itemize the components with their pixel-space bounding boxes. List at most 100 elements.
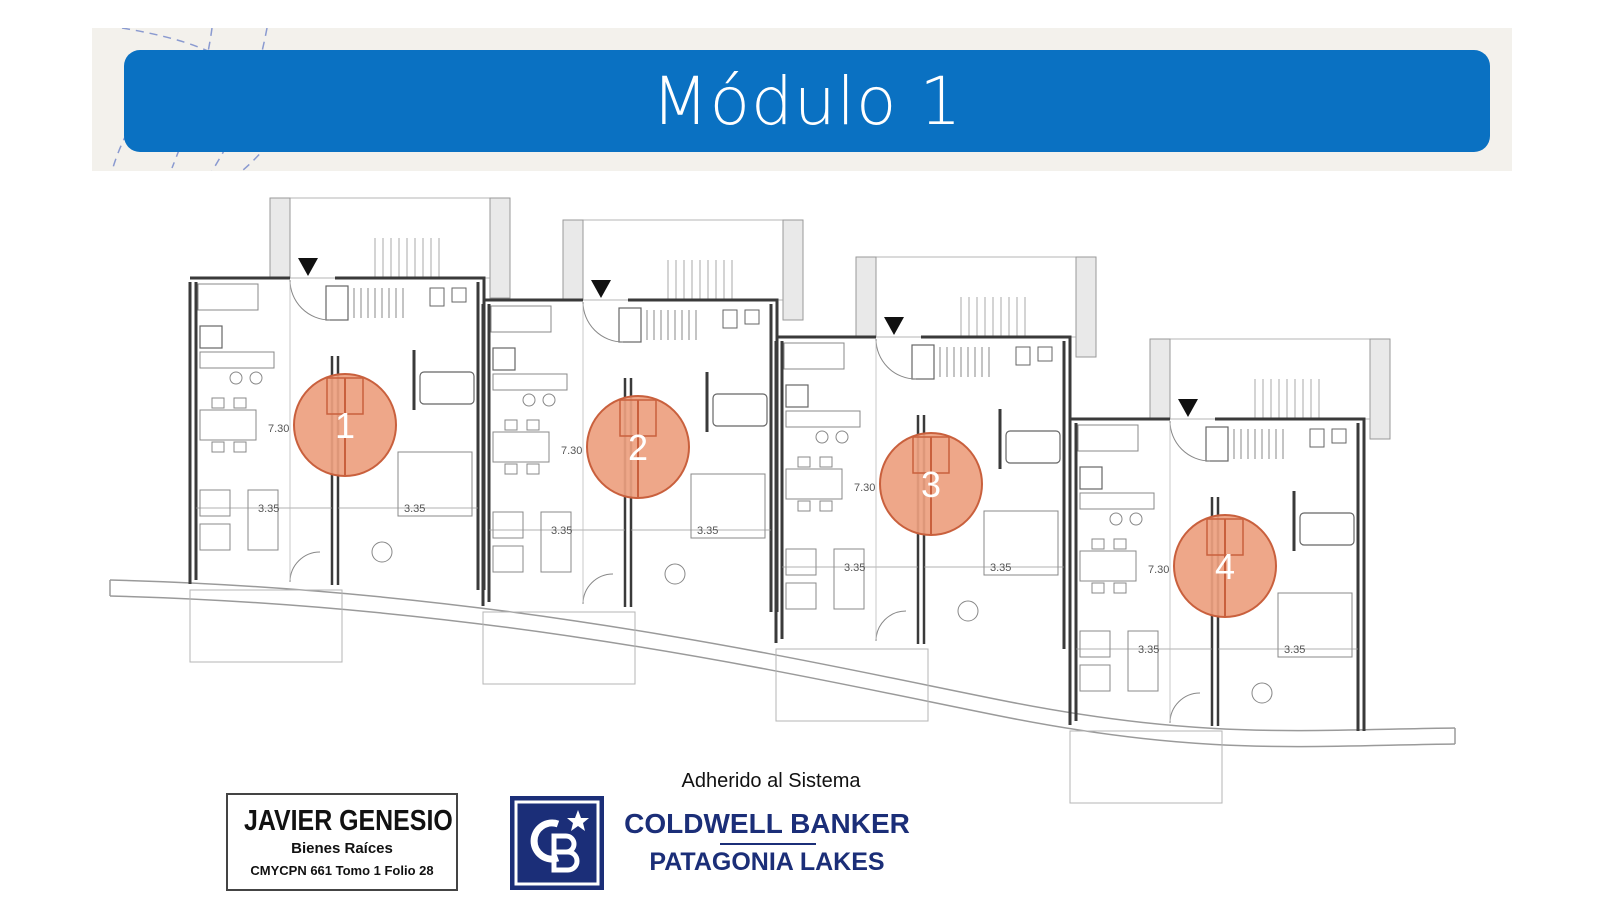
stool-icon	[815, 430, 829, 444]
bathtub-icon	[712, 393, 768, 427]
shelf	[325, 285, 349, 321]
stone-wall	[1149, 338, 1171, 420]
toilet-icon	[429, 287, 445, 307]
stone-wall	[562, 219, 584, 301]
chair-icon	[211, 441, 225, 453]
chair-icon	[233, 441, 247, 453]
sink-icon	[451, 287, 467, 303]
stone-wall	[1369, 338, 1391, 440]
stool-icon	[1129, 512, 1143, 526]
agent-name: JAVIER GENESIO	[243, 805, 453, 837]
dimension-width-label: 3.35	[1138, 644, 1159, 656]
marker-closet	[912, 436, 950, 474]
counter-island	[785, 410, 861, 428]
dimension-width-label: 3.35	[844, 562, 865, 574]
bathtub-icon	[1299, 512, 1355, 546]
shelf	[1205, 426, 1229, 462]
sofa-icon	[247, 489, 279, 551]
dining-table	[199, 409, 257, 441]
armchair-icon	[492, 511, 524, 539]
agent-subtitle: Bienes Raíces	[291, 840, 393, 857]
chair-icon	[819, 456, 833, 468]
dining-table	[785, 468, 843, 500]
dimension-width-label: 3.35	[551, 525, 572, 537]
chair-icon	[504, 419, 518, 431]
unit-walls	[188, 276, 486, 590]
unit-walls	[774, 335, 1072, 649]
stove-icon	[785, 384, 809, 408]
stool-icon	[229, 371, 243, 385]
entry-arrow-icon	[298, 258, 318, 276]
toilet-icon	[1309, 428, 1325, 448]
brand-line-2: PATAGONIA LAKES	[649, 848, 885, 876]
brand-line-1: COLDWELL BANKER	[624, 808, 910, 839]
sink-icon	[1037, 346, 1053, 362]
terrace-outline	[775, 648, 929, 722]
door-swing	[1169, 420, 1211, 462]
armchair-icon	[199, 489, 231, 517]
plant-icon	[371, 541, 393, 563]
sink-icon	[1331, 428, 1347, 444]
kitchen-counter	[1077, 424, 1139, 452]
unit-marker-label: 4	[1215, 546, 1235, 587]
unit-marker-label: 1	[335, 405, 355, 446]
plant-icon	[664, 563, 686, 585]
chair-icon	[504, 463, 518, 475]
chair-icon	[1113, 582, 1127, 594]
stone-wall	[782, 219, 804, 321]
entry-arrow-icon	[591, 280, 611, 298]
stove-icon	[1079, 466, 1103, 490]
unit-marker-label: 2	[628, 427, 648, 468]
dimension-width-label: 3.35	[990, 562, 1011, 574]
dimension-depth-label: 7.30	[1148, 564, 1169, 576]
shelf	[618, 307, 642, 343]
counter-island	[199, 351, 275, 369]
chair-icon	[1091, 582, 1105, 594]
dimension-width-label: 3.35	[697, 525, 718, 537]
chair-icon	[233, 397, 247, 409]
dimension-width-label: 3.35	[1284, 644, 1305, 656]
sofa-icon	[1127, 630, 1159, 692]
dimension-width-label: 3.35	[258, 503, 279, 515]
door-swing	[289, 279, 331, 321]
sofa-icon	[833, 548, 865, 610]
door-swing	[875, 610, 907, 642]
dimension-width-label: 3.35	[404, 503, 425, 515]
plant-icon	[957, 600, 979, 622]
title-bar: Módulo 1	[124, 50, 1490, 152]
dining-table	[1079, 550, 1137, 582]
bed-icon	[690, 473, 766, 539]
unit-4: 7.30 3.35 3.35 4	[1068, 338, 1391, 804]
door-swing	[289, 551, 321, 583]
armchair-icon	[785, 582, 817, 610]
chair-icon	[797, 456, 811, 468]
stone-wall	[269, 197, 291, 279]
entry-arrow-icon	[1178, 399, 1198, 417]
bathtub-icon	[419, 371, 475, 405]
sofa-icon	[540, 511, 572, 573]
terrace-outline	[1069, 730, 1223, 804]
stool-icon	[249, 371, 263, 385]
counter-island	[492, 373, 568, 391]
chair-icon	[1091, 538, 1105, 550]
armchair-icon	[1079, 630, 1111, 658]
unit-walls	[1068, 417, 1366, 731]
armchair-icon	[492, 545, 524, 573]
dimension-depth-label: 7.30	[854, 482, 875, 494]
door-swing	[582, 301, 624, 343]
toilet-icon	[722, 309, 738, 329]
door-swing	[582, 573, 614, 605]
terrace-outline	[189, 589, 343, 663]
chair-icon	[211, 397, 225, 409]
kitchen-counter	[490, 305, 552, 333]
dining-table	[492, 431, 550, 463]
bathtub-icon	[1005, 430, 1061, 464]
dimension-depth-label: 7.30	[268, 423, 289, 435]
chair-icon	[797, 500, 811, 512]
unit-marker-label: 3	[921, 464, 941, 505]
chair-icon	[526, 419, 540, 431]
door-swing	[1169, 692, 1201, 724]
brand-divider	[720, 843, 816, 845]
counter-island	[1079, 492, 1155, 510]
